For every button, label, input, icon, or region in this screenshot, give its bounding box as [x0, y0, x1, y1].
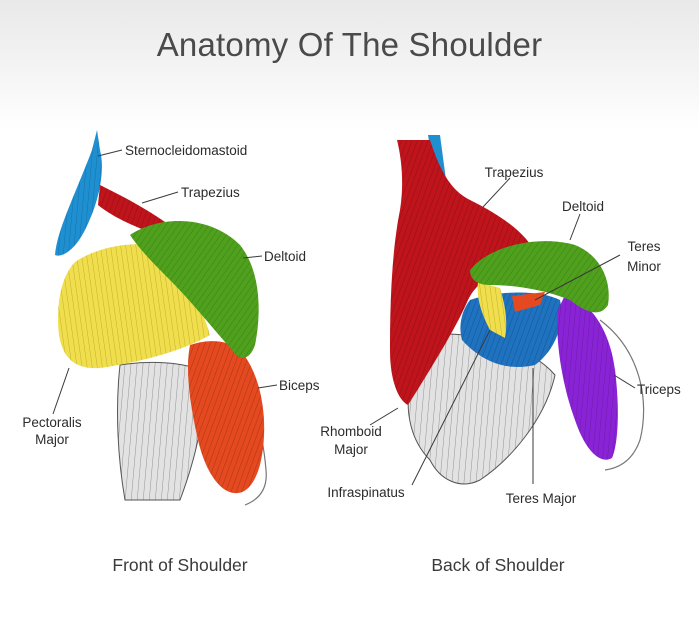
label-front-pectoralis-2: Major [35, 432, 69, 447]
front-leader-biceps [258, 385, 277, 388]
back-leader-deltoid [570, 214, 580, 240]
label-front-sternocleidomastoid: Sternocleidomastoid [125, 143, 247, 158]
back-leader-rhomboid [370, 408, 398, 425]
label-back-rhomboid-2: Major [334, 442, 368, 457]
label-back-infraspinatus: Infraspinatus [327, 485, 405, 500]
label-back-teres-minor-2: Minor [627, 259, 661, 274]
label-front-biceps: Biceps [279, 378, 320, 393]
back-shoulder-figure [390, 135, 644, 484]
label-back-trapezius: Trapezius [485, 165, 544, 180]
label-front-trapezius: Trapezius [181, 185, 240, 200]
back-leader-triceps [614, 375, 635, 388]
front-leader-trapezius [142, 192, 178, 203]
label-back-deltoid: Deltoid [562, 199, 604, 214]
caption-front: Front of Shoulder [112, 555, 247, 575]
caption-back: Back of Shoulder [431, 555, 564, 575]
back-leader-trapezius [483, 178, 510, 207]
label-back-teres-major: Teres Major [506, 491, 577, 506]
label-front-deltoid: Deltoid [264, 249, 306, 264]
label-front-pectoralis-1: Pectoralis [22, 415, 82, 430]
label-back-teres-minor-1: Teres [627, 239, 660, 254]
label-back-triceps: Triceps [637, 382, 681, 397]
front-leader-pectoralis [53, 368, 69, 414]
front-leader-sternocleidomastoid [98, 150, 122, 156]
label-back-rhomboid-1: Rhomboid [320, 424, 382, 439]
